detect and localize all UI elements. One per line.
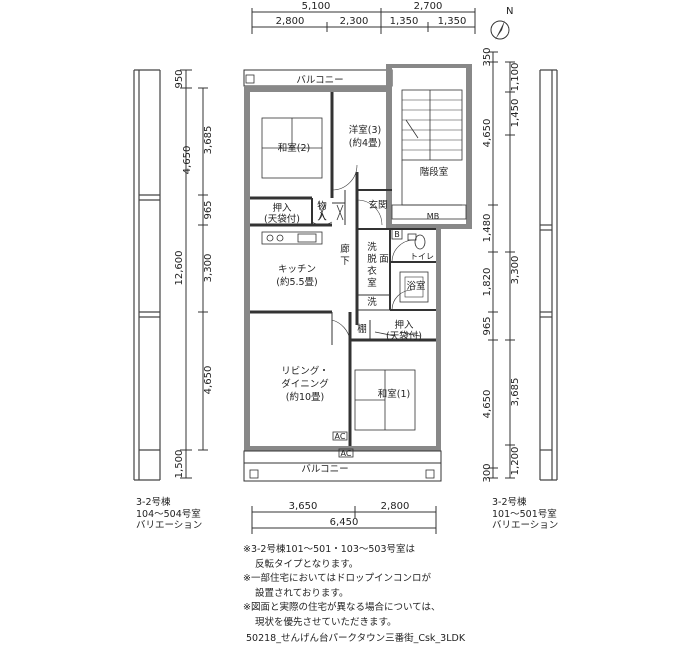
- balcony-top-label: バルコニー: [296, 75, 343, 86]
- caption-line: 3-2号棟: [136, 497, 171, 508]
- note-line: ※一部住宅においてはドロップインコンロが: [243, 573, 431, 584]
- mb-label: MB: [427, 212, 439, 221]
- dim-right-inner-5: 1,200: [510, 447, 521, 476]
- dim-left-inner-big: 4,650: [182, 146, 193, 175]
- living-label-2: ダイニング: [281, 378, 329, 390]
- dim-bottom-total: 6,450: [330, 517, 359, 528]
- footer-filename: 50218_せんげん台パークタウン三番街_Csk_3LDK: [246, 633, 466, 644]
- dim-right-outer-5: 965: [482, 316, 493, 335]
- note-line: 反転タイプとなります。: [255, 558, 359, 570]
- note-line: 現状を優先させていただきます。: [255, 616, 397, 628]
- compass-icon: N: [490, 6, 513, 40]
- dim-left-outer-1: 950: [174, 69, 185, 88]
- oshiire-2-label: 押入: [394, 319, 414, 331]
- dim-top-seg-3: 1,350: [390, 16, 419, 27]
- b-mark-label: B: [394, 230, 400, 239]
- stairs-label: 階段室: [420, 166, 449, 178]
- dim-right-inner-1: 1,100: [510, 63, 521, 92]
- washitsu-1-label: 和室(1): [378, 388, 410, 400]
- dim-right-inner-2: 1,450: [510, 99, 521, 128]
- rouka-label-1: 廊: [340, 243, 350, 255]
- dim-right-outer-4: 1,820: [482, 268, 493, 297]
- notes: ※3-2号棟101〜501・103〜503号室は 反転タイプとなります。 ※一部…: [243, 543, 441, 630]
- kitchen-label: キッチン: [278, 264, 316, 275]
- ac-label-1: AC: [335, 432, 346, 441]
- dim-right-outer-2: 4,650: [482, 119, 493, 148]
- balcony-bottom-label: バルコニー: [301, 464, 348, 475]
- senmen-label-4: 衣: [367, 265, 377, 277]
- caption-line: バリエーション: [136, 520, 203, 531]
- dim-left-outer-3: 1,500: [174, 450, 185, 479]
- senmen-label-2: 面: [379, 254, 389, 265]
- rouka-label-2: 下: [340, 256, 350, 267]
- caption-line: 101〜501号室: [492, 508, 557, 520]
- dim-bottom-seg-1: 3,650: [289, 501, 318, 512]
- living-size: (約10畳): [286, 391, 325, 403]
- toilet-label: トイレ: [410, 252, 434, 261]
- dim-left-inner-2: 965: [203, 200, 214, 219]
- kitchen-size: (約5.5畳): [276, 276, 318, 288]
- left-variation-caption: 3-2号棟 104〜504号室 バリエーション: [136, 497, 202, 532]
- youshitsu-3-size: (約4畳): [349, 137, 381, 149]
- washitsu-2-label: 和室(2): [278, 142, 310, 154]
- note-line: ※図面と実際の住宅が異なる場合については、: [243, 602, 441, 613]
- dim-right-outer-3: 1,480: [482, 214, 493, 243]
- youshitsu-3-label: 洋室(3): [349, 124, 381, 136]
- compass-label: N: [506, 6, 513, 17]
- senmen-label-5: 室: [367, 277, 377, 289]
- oshiire-2-sub: (天袋付): [386, 330, 422, 342]
- dim-top-seg-1: 2,800: [276, 16, 305, 27]
- monoire-label-1: 物: [317, 200, 327, 212]
- oshiire-1-sub: (天袋付): [264, 213, 300, 225]
- ac-label-2: AC: [341, 449, 352, 458]
- senmen-label-1: 洗: [367, 241, 377, 253]
- tana-label: 棚: [357, 323, 367, 335]
- yokushitsu-label: 浴室: [406, 280, 425, 292]
- dim-left-inner-3: 3,300: [203, 254, 214, 283]
- dim-bottom-seg-2: 2,800: [381, 501, 410, 512]
- dim-top-seg-2: 2,300: [340, 16, 369, 27]
- dim-right-outer-7: 300: [482, 463, 493, 482]
- caption-line: 3-2号棟: [492, 497, 527, 508]
- dim-right-outer-1: 350: [482, 47, 493, 66]
- variation-walls: [133, 69, 558, 481]
- living-label-1: リビング・: [281, 365, 329, 377]
- right-variation-caption: 3-2号棟 101〜501号室 バリエーション: [492, 497, 558, 532]
- note-line: 設置されております。: [255, 587, 349, 599]
- dim-left-outer-2: 12,600: [174, 251, 185, 286]
- genkan-label: 玄関: [368, 199, 387, 211]
- caption-line: バリエーション: [492, 520, 559, 531]
- dim-left-inner-4: 4,650: [203, 366, 214, 395]
- dim-left-inner-1: 3,685: [203, 126, 214, 155]
- dim-right-inner-3: 3,300: [510, 256, 521, 285]
- plan-walls: [243, 64, 472, 482]
- dim-right-outer-6: 4,650: [482, 390, 493, 419]
- senmen-label-3: 脱: [367, 253, 377, 265]
- dimension-lines: [180, 8, 515, 534]
- sen-label: 洗: [367, 296, 377, 308]
- dim-top-seg-4: 1,350: [438, 16, 467, 27]
- caption-line: 104〜504号室: [136, 508, 201, 520]
- monoire-label-2: 入: [317, 212, 327, 223]
- note-line: ※3-2号棟101〜501・103〜503号室は: [243, 544, 416, 555]
- dim-top-total-left: 5,100: [302, 1, 331, 12]
- dim-top-total-right: 2,700: [414, 1, 443, 12]
- oshiire-1-label: 押入: [272, 202, 292, 214]
- dim-right-inner-4: 3,685: [510, 378, 521, 407]
